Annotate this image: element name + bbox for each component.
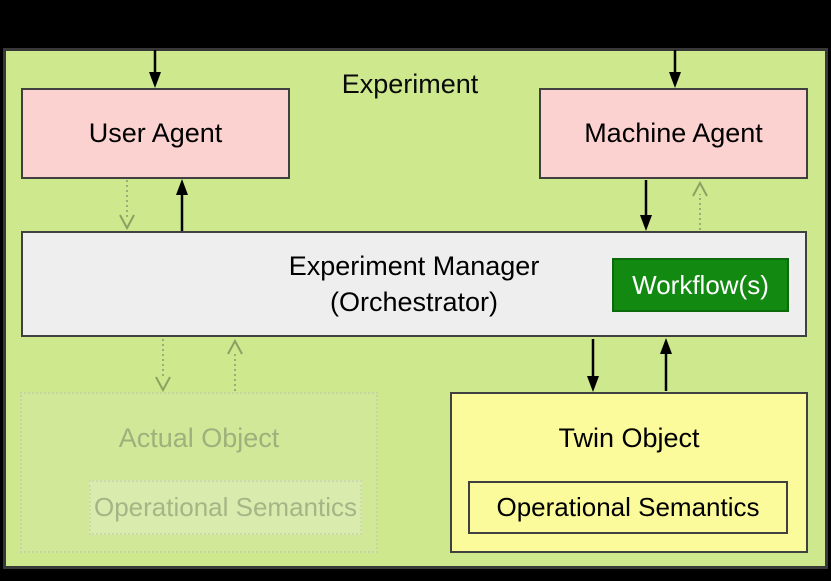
- twin-operational-semantics-node: Operational Semantics: [468, 481, 788, 534]
- machine-agent-label: Machine Agent: [584, 118, 763, 148]
- twin-object-label: Twin Object: [558, 423, 700, 453]
- experiment-title: Experiment: [341, 68, 479, 99]
- actual-operational-semantics-node: Operational Semantics: [89, 480, 362, 535]
- experiment-manager-label-line1: Experiment Manager: [288, 251, 540, 281]
- workflow-node: Workflow(s): [612, 258, 789, 312]
- twin-operational-semantics-label: Operational Semantics: [496, 492, 760, 522]
- user-agent-label: User Agent: [88, 118, 223, 148]
- workflow-label: Workflow(s): [632, 269, 769, 300]
- twin-object-node: Twin Object Operational Semantics: [450, 392, 808, 553]
- user-agent-node: User Agent: [21, 88, 290, 179]
- actual-object-label: Actual Object: [118, 422, 280, 453]
- experiment-manager-label-line2: (Orchestrator): [329, 287, 499, 317]
- experiment-manager-node: Experiment Manager (Orchestrator): [21, 231, 807, 337]
- machine-agent-node: Machine Agent: [539, 88, 808, 179]
- actual-object-node: Actual Object Operational Semantics: [20, 392, 378, 553]
- actual-operational-semantics-label: Operational Semantics: [93, 492, 358, 522]
